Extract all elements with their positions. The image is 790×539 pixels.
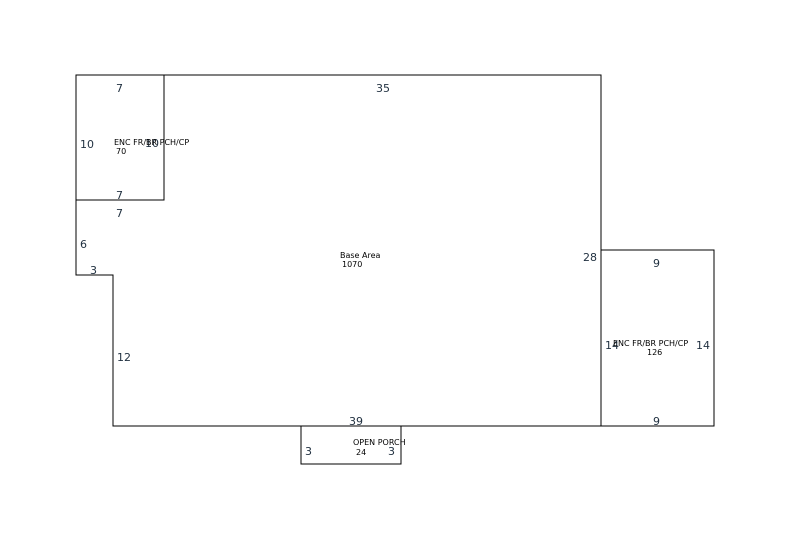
open-porch-outline [300,425,402,465]
enc-left-name: ENC FR/BR PCH/CP [114,138,189,147]
porch-name: OPEN PORCH [353,438,406,447]
dim-base-step: 3 [90,264,97,277]
dim-enc-left-right: 10 [145,137,159,150]
enc-right-value: 126 [647,348,662,357]
dim-base-top: 35 [376,82,390,95]
dim-base-left-bottom: 12 [117,351,131,364]
enc-left-outline [75,74,165,201]
dim-base-left-mid: 6 [80,238,87,251]
dim-enc-left-left: 10 [80,138,94,151]
dim-base-bottom: 39 [349,415,363,428]
base-area-outline [75,74,602,427]
dim-enc-right-left: 14 [605,339,619,352]
base-area-name: Base Area [340,251,381,260]
enc-left-value: 70 [116,147,126,156]
dim-base-top-left: 7 [116,207,123,220]
dim-enc-right-bottom: 9 [653,415,660,428]
base-area-value: 1070 [342,260,362,269]
dim-porch-left: 3 [305,445,312,458]
dim-enc-left-bottom: 7 [116,189,123,202]
dim-enc-left-top: 7 [116,82,123,95]
enc-right-outline [600,249,715,427]
dim-porch-right: 3 [388,445,395,458]
enc-right-name: ENC FR/BR PCH/CP [613,339,688,348]
dim-base-right: 28 [583,251,597,264]
dim-enc-right-right: 14 [696,339,710,352]
dim-enc-right-top: 9 [653,257,660,270]
porch-value: 24 [356,448,366,457]
